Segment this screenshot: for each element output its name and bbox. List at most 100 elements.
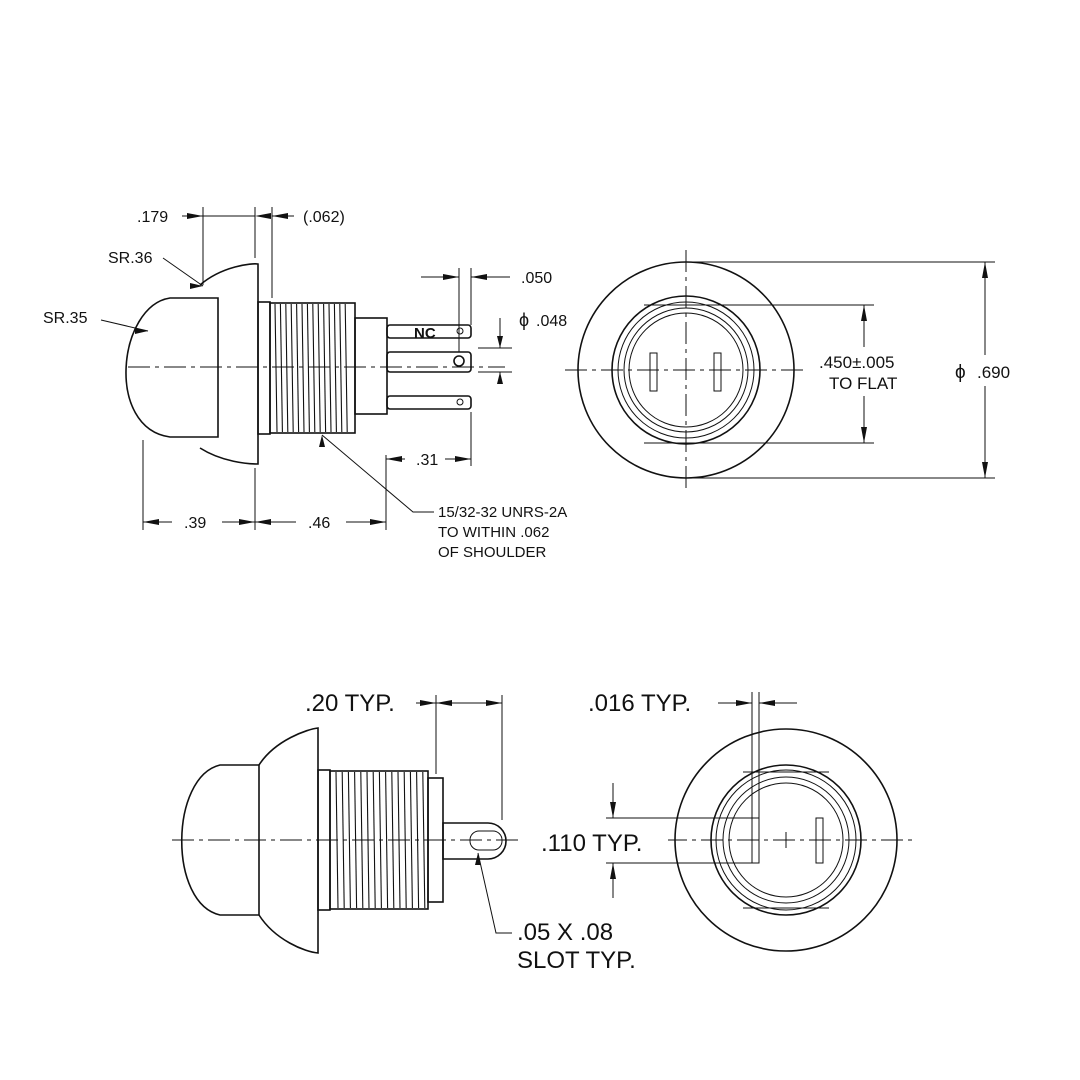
thread-line <box>354 771 358 909</box>
thread-line <box>339 303 343 433</box>
dim-46-label: .46 <box>308 515 330 532</box>
sr35-label: SR.35 <box>43 310 88 327</box>
rear-housing <box>354 317 388 415</box>
dim-048-label: .048 <box>536 313 567 330</box>
dim-110-label: .110 TYP. <box>541 830 642 857</box>
thread-line <box>317 303 321 433</box>
terminal-hole <box>456 398 464 406</box>
to-flat-label: TO FLAT <box>829 374 897 393</box>
dim-450-label: .450±.005 <box>819 353 895 372</box>
dimension-arrows <box>420 700 502 865</box>
thread-line <box>279 303 283 433</box>
thread-line <box>391 771 395 909</box>
thread-lines <box>335 771 426 909</box>
arrowhead <box>319 435 325 447</box>
arrowhead <box>497 336 503 348</box>
arrowhead <box>443 274 459 280</box>
arrowhead <box>486 700 502 706</box>
thread-line <box>397 771 401 909</box>
arrowhead <box>436 700 452 706</box>
thread-line <box>372 771 376 909</box>
thread-line <box>344 303 348 433</box>
thread-line <box>403 771 407 909</box>
terminal <box>442 822 507 860</box>
slot-note-line1: .05 X .08 <box>517 919 613 946</box>
dim-690-label: .690 <box>977 363 1010 382</box>
arrowhead <box>187 213 203 219</box>
shoulder <box>257 301 271 435</box>
thread-line <box>323 303 327 433</box>
thread-line <box>347 771 351 909</box>
threaded-body <box>269 302 356 434</box>
terminal-middle <box>386 351 472 373</box>
arrowhead <box>190 283 203 289</box>
dimension-arrows <box>610 700 775 879</box>
thread-line <box>360 771 364 909</box>
arrowhead <box>982 262 988 278</box>
thread-lines <box>274 303 348 433</box>
terminal-hole <box>453 355 465 367</box>
arrowhead <box>497 372 503 384</box>
arrowhead <box>861 427 867 443</box>
thread-line <box>290 303 294 433</box>
nc-label: NC <box>414 325 436 342</box>
top-side-view: NC .179 (.062) SR.36 SR.35 .050 ϕ .04 <box>43 207 567 561</box>
thread-line <box>274 303 278 433</box>
thread-line <box>335 771 339 909</box>
arrowhead <box>610 802 616 818</box>
terminal-slot <box>469 830 503 851</box>
dim-31-label: .31 <box>416 452 438 469</box>
thread-note-line3: OF SHOULDER <box>438 544 547 561</box>
arrowhead <box>982 462 988 478</box>
bezel <box>199 263 259 465</box>
thread-note-line2: TO WITHIN .062 <box>438 524 549 541</box>
arrowhead <box>255 213 271 219</box>
sr36-label: SR.36 <box>108 250 153 267</box>
arrowhead <box>420 700 436 706</box>
bottom-side-view: .20 TYP. .05 X .08 SLOT TYP. <box>172 690 636 974</box>
button-cap <box>125 297 219 438</box>
arrowhead <box>255 519 271 525</box>
thread-line <box>296 303 300 433</box>
thread-line <box>333 303 337 433</box>
thread-line <box>341 771 345 909</box>
thread-line <box>409 771 413 909</box>
thread-line <box>378 771 382 909</box>
dimension-arrows <box>861 262 988 478</box>
arrowhead <box>239 519 255 525</box>
thread-line <box>385 771 389 909</box>
thread-line <box>301 303 305 433</box>
dim-39-label: .39 <box>184 515 206 532</box>
dim-179-label: .179 <box>137 209 168 226</box>
arrowhead <box>861 305 867 321</box>
arrowhead <box>610 863 616 879</box>
dia-symbol-048: ϕ <box>519 310 529 330</box>
top-end-view: .450±.005 TO FLAT ϕ .690 <box>565 250 1010 490</box>
arrowhead <box>143 519 159 525</box>
dim-062-label: (.062) <box>303 209 345 226</box>
dimension-arrows <box>135 213 503 525</box>
thread-note-line1: 15/32-32 UNRS-2A <box>438 504 567 521</box>
thread-line <box>422 771 426 909</box>
slot-note-line2: SLOT TYP. <box>517 947 636 974</box>
dia-symbol-690: ϕ <box>955 362 966 383</box>
arrowhead <box>135 328 148 334</box>
dim-016-label: .016 TYP. <box>588 690 691 717</box>
arrowhead <box>736 700 752 706</box>
thread-line <box>416 771 420 909</box>
thread-line <box>285 303 289 433</box>
arrowhead <box>455 456 471 462</box>
arrowhead <box>386 456 402 462</box>
arrowhead <box>475 853 481 865</box>
dim-20-label: .20 TYP. <box>305 690 395 717</box>
arrowhead <box>272 213 288 219</box>
terminal-hole <box>456 327 464 335</box>
terminal-top <box>386 324 472 339</box>
thread-line <box>328 303 332 433</box>
bottom-end-view: .016 TYP. .110 TYP. <box>538 690 912 952</box>
arrowhead <box>759 700 775 706</box>
arrowhead <box>471 274 487 280</box>
dim-050-label: .050 <box>521 270 552 287</box>
thread-line <box>306 303 310 433</box>
